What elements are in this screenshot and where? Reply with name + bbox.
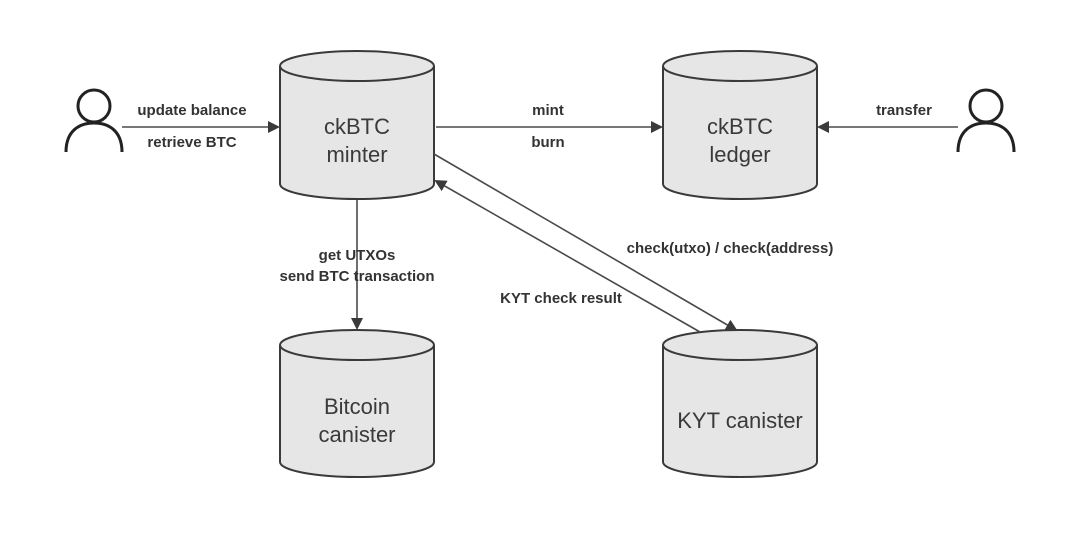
ledger-label-line2: ledger: [709, 142, 770, 167]
edge-label-burn: burn: [531, 134, 564, 151]
ledger-label-line1: ckBTC: [707, 114, 773, 139]
ckbtc-ledger-node: ckBTC ledger: [662, 50, 818, 200]
edge-label-transfer: transfer: [876, 102, 932, 119]
ckbtc-minter-node: ckBTC minter: [279, 50, 435, 200]
edge-label-get-utxos: get UTXOs: [319, 247, 396, 264]
edge-label-kyt-check-result: KYT check result: [500, 290, 622, 307]
right-user-icon: [956, 88, 1016, 153]
kyt-label: KYT canister: [677, 408, 803, 433]
edge-label-update-balance: update balance: [137, 102, 246, 119]
left-user-icon: [64, 88, 124, 153]
bitcoin-label-line2: canister: [318, 422, 395, 447]
edge-label-check: check(utxo) / check(address): [627, 240, 834, 257]
edge-label-mint: mint: [532, 102, 564, 119]
edge-kyt-to-minter: [434, 180, 701, 333]
edge-label-send-btc-transaction: send BTC transaction: [279, 268, 434, 285]
minter-label-line2: minter: [326, 142, 387, 167]
kyt-canister-node: KYT canister: [662, 329, 818, 478]
minter-label-line1: ckBTC: [324, 114, 390, 139]
edge-label-retrieve-btc: retrieve BTC: [147, 134, 236, 151]
edge-minter-to-kyt: [433, 153, 738, 332]
bitcoin-label-line1: Bitcoin: [324, 394, 390, 419]
bitcoin-canister-node: Bitcoin canister: [279, 329, 435, 478]
